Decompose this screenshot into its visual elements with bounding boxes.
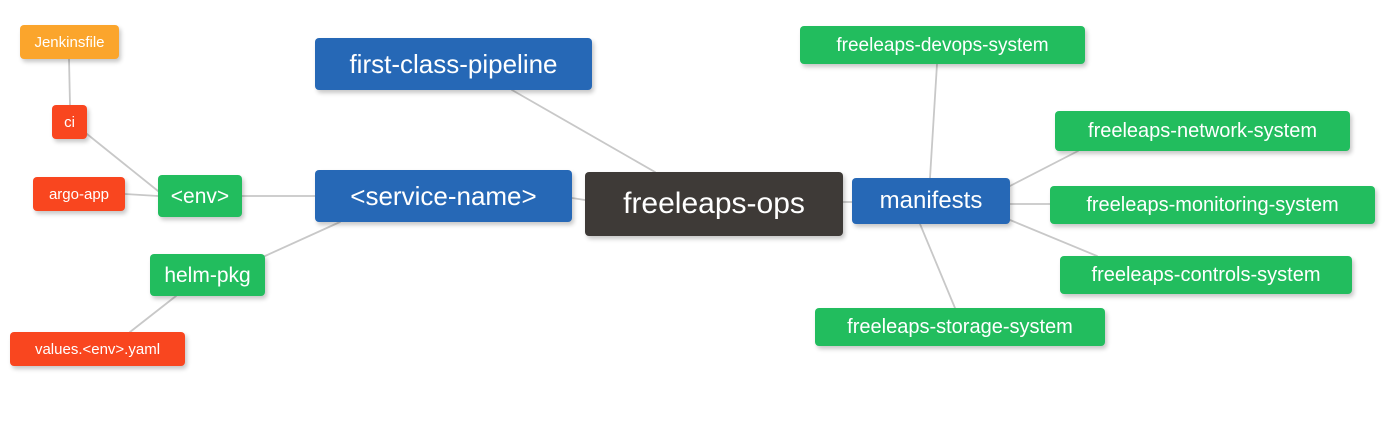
edge-ci-to-env [86,133,159,192]
node-jenkinsfile[interactable]: Jenkinsfile [20,25,119,59]
edge-jenkinsfile-to-ci [68,58,71,106]
edge-service-name-to-freeleaps-ops [571,197,586,201]
node-devops-system[interactable]: freeleaps-devops-system [800,26,1085,64]
node-ci[interactable]: ci [52,105,87,139]
edge-manifests-to-controls-system [1009,219,1098,257]
node-network-system[interactable]: freeleaps-network-system [1055,111,1350,151]
edge-first-class-pipeline-to-freeleaps-ops [511,89,656,173]
node-freeleaps-ops[interactable]: freeleaps-ops [585,172,843,236]
edge-helm-pkg-to-service-name [264,221,341,257]
node-controls-system[interactable]: freeleaps-controls-system [1060,256,1352,294]
node-storage-system[interactable]: freeleaps-storage-system [815,308,1105,346]
edge-values-yaml-to-helm-pkg [129,295,177,333]
edge-devops-system-to-manifests [929,63,938,179]
edge-manifests-to-storage-system [919,223,956,309]
node-helm-pkg[interactable]: helm-pkg [150,254,265,296]
edge-manifests-to-network-system [1009,150,1079,187]
node-monitoring-system[interactable]: freeleaps-monitoring-system [1050,186,1375,224]
node-env[interactable]: <env> [158,175,242,217]
node-manifests[interactable]: manifests [852,178,1010,224]
node-argo-app[interactable]: argo-app [33,177,125,211]
edge-argo-app-to-env [124,193,159,197]
node-first-class-pipeline[interactable]: first-class-pipeline [315,38,592,90]
node-service-name[interactable]: <service-name> [315,170,572,222]
node-values-yaml[interactable]: values.<env>.yaml [10,332,185,366]
